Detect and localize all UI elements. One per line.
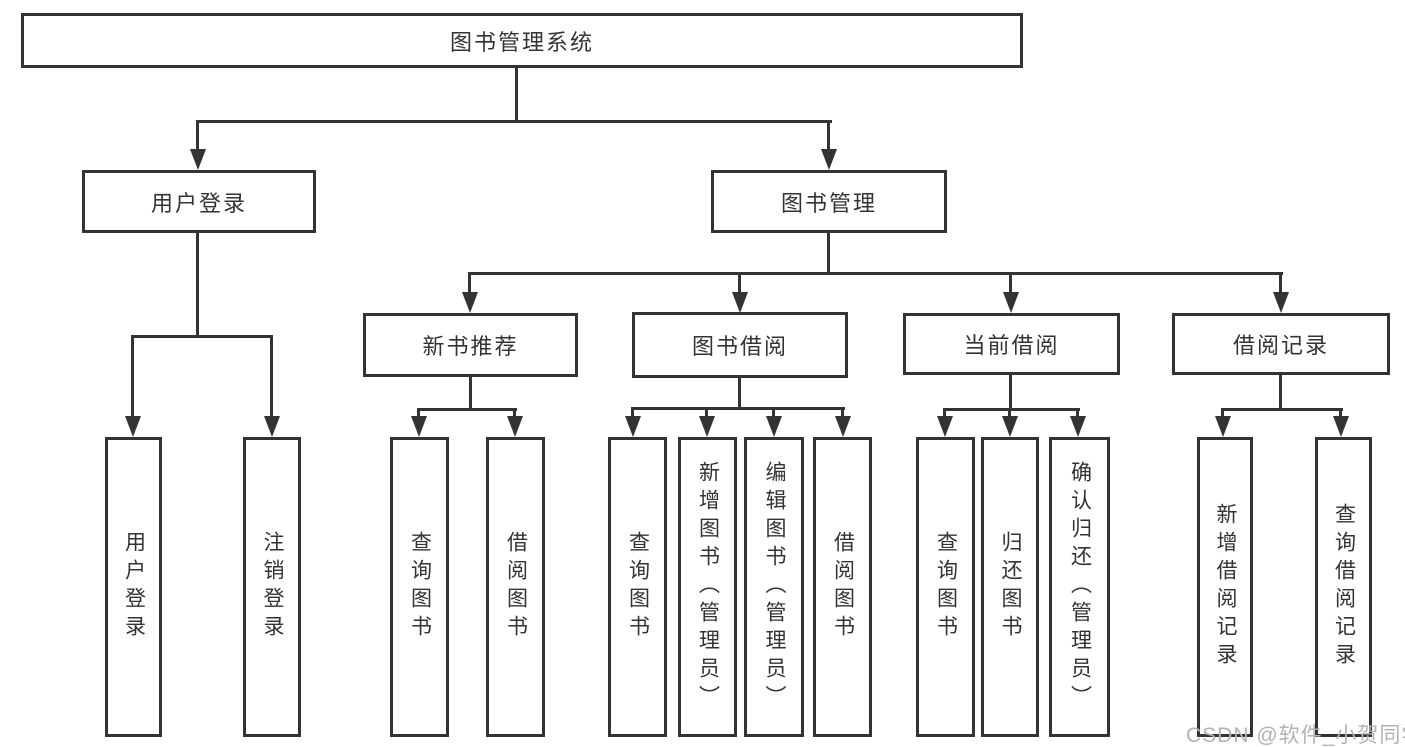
node-label: 图书管理 — [780, 190, 877, 216]
leaf-borrow-book-recommend: 借阅图书 — [486, 437, 545, 737]
arrowhead — [411, 416, 427, 437]
leaf-label: 注销登录 — [261, 531, 284, 643]
arrowhead — [766, 416, 782, 437]
arrowhead-book-mgmt — [821, 149, 837, 170]
connector-drop — [1076, 408, 1079, 418]
leaf-query-borrow-record: 查询借阅记录 — [1315, 437, 1372, 737]
arrowhead — [625, 416, 641, 437]
node-book-borrow: 图书借阅 — [632, 312, 848, 378]
connector-userlogin-stem — [196, 233, 199, 335]
leaf-confirm-return-admin: 确认归还（管理员） — [1049, 437, 1110, 737]
arrowhead — [1002, 416, 1018, 437]
connector-drop — [841, 407, 844, 418]
arrowhead-leaf-login — [125, 416, 141, 437]
arrowhead — [1333, 416, 1349, 437]
connector-borrowrecord-bus — [1221, 408, 1343, 411]
csdn-watermark: CSDN @软件_小贺同学 — [1186, 724, 1405, 747]
leaf-label: 借阅图书 — [504, 531, 528, 643]
connector-drop — [1008, 408, 1011, 418]
arrowhead — [507, 416, 523, 437]
node-new-book-recommend: 新书推荐 — [363, 313, 578, 377]
leaf-borrow-book: 借阅图书 — [813, 437, 872, 737]
leaf-query-book-recommend: 查询图书 — [390, 437, 449, 737]
node-label: 用户登录 — [150, 190, 247, 216]
connector-bookmgmt-stem — [827, 233, 830, 275]
leaf-label: 查询图书 — [934, 531, 958, 643]
arrowhead — [835, 416, 851, 437]
connector-drop — [1221, 408, 1224, 418]
leaf-label: 编辑图书（管理员） — [763, 461, 786, 713]
leaf-return-book: 归还图书 — [981, 437, 1039, 737]
connector-borrowrecord-stem — [1279, 375, 1282, 410]
connector-userlogin-bus — [131, 335, 273, 338]
connector-bookborrow-bus — [631, 407, 845, 410]
connector-drop-borrow-record — [1279, 272, 1282, 293]
leaf-label: 用户登录 — [122, 531, 146, 643]
arrowhead — [699, 416, 715, 437]
leaf-label: 查询图书 — [408, 531, 432, 643]
connector-root-stem — [515, 68, 518, 120]
leaf-label: 确认归还（管理员） — [1068, 461, 1092, 713]
leaf-add-borrow-record: 新增借阅记录 — [1197, 437, 1253, 737]
connector-drop — [943, 408, 946, 418]
connector-drop — [631, 407, 634, 418]
arrowhead — [1215, 416, 1231, 437]
leaf-edit-book-admin: 编辑图书（管理员） — [744, 437, 804, 737]
connector-currentborrow-stem — [1009, 375, 1012, 410]
connector-newbook-stem — [469, 377, 472, 410]
node-label: 借阅记录 — [1232, 333, 1329, 358]
node-user-login: 用户登录 — [82, 170, 316, 233]
connector-drop-book-mgmt — [827, 120, 830, 150]
arrowhead-user-login — [190, 149, 206, 170]
connector-newbook-bus — [417, 408, 517, 411]
connector-drop — [705, 407, 708, 418]
connector-drop — [772, 407, 775, 418]
arrowhead-new-book — [462, 292, 478, 313]
connector-drop — [1339, 408, 1342, 418]
connector-currentborrow-bus — [943, 408, 1080, 411]
arrowhead-leaf-logout — [264, 416, 280, 437]
leaf-label: 归还图书 — [999, 531, 1022, 643]
node-label: 图书管理系统 — [449, 29, 594, 55]
leaf-query-book-borrow: 查询图书 — [608, 437, 667, 737]
leaf-label: 查询借阅记录 — [1332, 503, 1356, 671]
connector-drop — [417, 408, 420, 418]
leaf-logout: 注销登录 — [243, 437, 301, 737]
arrowhead — [1070, 416, 1086, 437]
leaf-label: 借阅图书 — [831, 531, 855, 643]
connector-drop — [513, 408, 516, 418]
connector-drop-book-borrow — [738, 272, 741, 293]
node-label: 图书借阅 — [691, 334, 788, 359]
arrowhead — [937, 416, 953, 437]
connector-drop-user-login — [196, 120, 199, 150]
leaf-query-book-current: 查询图书 — [916, 437, 975, 737]
leaf-label: 查询图书 — [626, 531, 650, 643]
connector-bookborrow-stem — [738, 378, 741, 409]
connector-drop-new-book — [468, 272, 471, 293]
connector-bookmgmt-bus — [468, 272, 1283, 275]
leaf-user-login: 用户登录 — [105, 437, 162, 737]
connector-root-bus — [196, 120, 832, 123]
node-book-management: 图书管理 — [711, 170, 947, 233]
connector-drop-leaf-login — [131, 335, 134, 417]
arrowhead-borrow-record — [1273, 292, 1289, 313]
leaf-label: 新增图书（管理员） — [696, 461, 720, 713]
node-current-borrow: 当前借阅 — [903, 313, 1120, 375]
node-label: 当前借阅 — [963, 333, 1060, 358]
arrowhead-book-borrow — [732, 292, 748, 313]
node-root-library-system: 图书管理系统 — [21, 13, 1023, 68]
connector-drop-current-borrow — [1009, 272, 1012, 293]
leaf-label: 新增借阅记录 — [1214, 503, 1237, 671]
node-borrow-records: 借阅记录 — [1172, 313, 1390, 375]
arrowhead-current-borrow — [1003, 292, 1019, 313]
connector-drop-leaf-logout — [270, 335, 273, 417]
node-label: 新书推荐 — [422, 334, 519, 359]
leaf-add-book-admin: 新增图书（管理员） — [678, 437, 737, 737]
